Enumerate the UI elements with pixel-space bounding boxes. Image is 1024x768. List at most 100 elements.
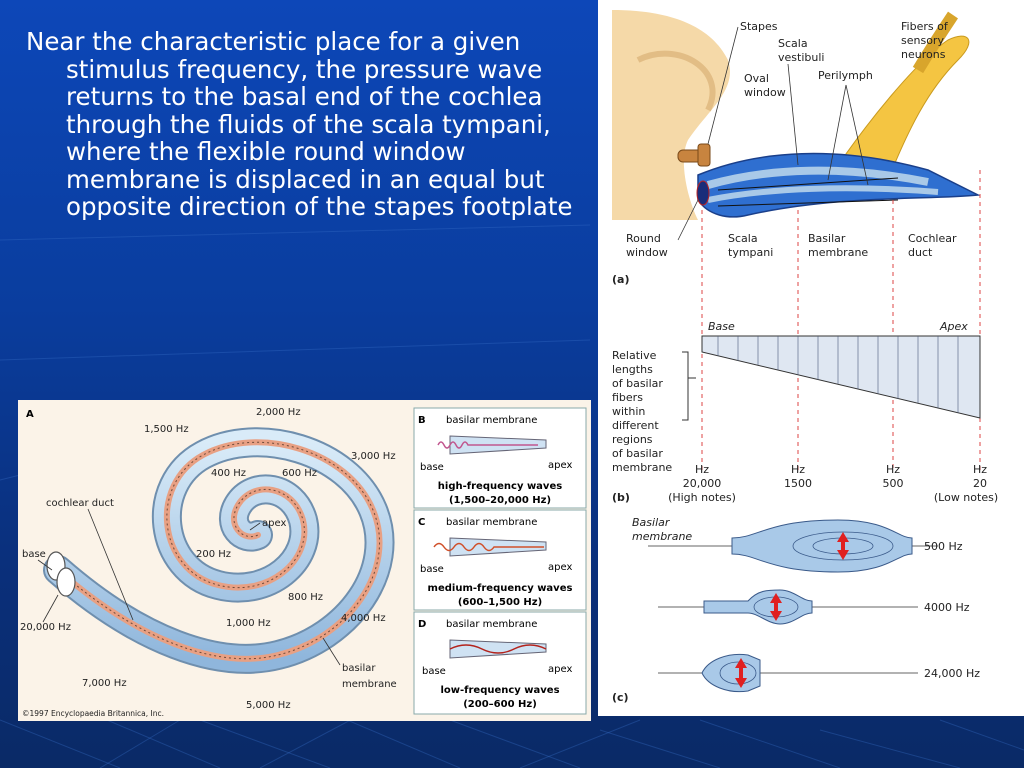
subpanel-caption2: (1,500–20,000 Hz)	[449, 495, 551, 506]
panel-b-wedge	[682, 335, 981, 421]
panel-b-labels: Base Apex Relative lengths of basilar fi…	[612, 320, 998, 504]
base-label: Base	[708, 320, 735, 333]
subpanel-b: B basilar membrane base apex high-freque…	[413, 407, 587, 509]
subpanel-title: basilar membrane	[446, 517, 537, 528]
basilar-membrane-label-1: Basilar	[808, 232, 846, 245]
freq-24000: 24,000 Hz	[924, 667, 980, 680]
freq-label: 1,500 Hz	[144, 424, 189, 435]
subpanel-c: C basilar membrane base apex medium-freq…	[413, 509, 587, 611]
basilar-label: basilar	[342, 663, 376, 674]
subpanel-base: base	[420, 462, 444, 473]
subpanel-title: basilar membrane	[446, 619, 537, 630]
cochlea-spiral-figure: A 2,000 Hz 1,500 Hz 3,000 Hz 400 Hz 600 …	[18, 400, 591, 721]
freq-500: 500 Hz	[924, 540, 963, 553]
basilar-label-2: membrane	[632, 530, 692, 543]
subpanel-apex: apex	[548, 460, 572, 471]
panel-a-letter: (a)	[612, 273, 629, 286]
panel-a-labels: Stapes Scala vestibuli Fibers of sensory…	[612, 20, 957, 286]
panel-c-labels: Basilar membrane 500 Hz 4000 Hz 24,000 H…	[612, 516, 980, 704]
stapes-label: Stapes	[740, 20, 778, 33]
subpanel-base: base	[422, 666, 446, 677]
axis-hz: Hz	[695, 463, 709, 476]
axis-value: 500	[883, 477, 904, 490]
relative-text: fibers	[612, 391, 643, 404]
panel-a-illustration	[612, 10, 981, 220]
axis-value: 20,000	[683, 477, 722, 490]
axis-hz: Hz	[973, 463, 987, 476]
freq-label: 2,000 Hz	[256, 407, 301, 418]
axis-hz: Hz	[791, 463, 805, 476]
freq-label: 1,000 Hz	[226, 618, 271, 629]
oval-window-label-2: window	[744, 86, 786, 99]
freq-4000: 4000 Hz	[924, 601, 970, 614]
body-text: Near the characteristic place for a give…	[26, 28, 586, 221]
membrane-label: membrane	[342, 679, 397, 690]
fibers-label-3: neurons	[901, 48, 946, 61]
relative-text: of basilar	[612, 377, 663, 390]
cochlear-duct-label: cochlear duct	[46, 498, 114, 509]
scala-tympani-label-2: tympani	[728, 246, 773, 259]
scala-vestibuli-label-1: Scala	[778, 37, 808, 50]
subpanel-caption2: (600–1,500 Hz)	[458, 597, 542, 608]
freq-label: 3,000 Hz	[351, 451, 396, 462]
subpanel-caption1: high-frequency waves	[438, 481, 562, 492]
panel-c-letter: (c)	[612, 691, 629, 704]
axis-note: (Low notes)	[934, 491, 998, 504]
base-label: base	[22, 549, 46, 560]
panel-letter-a: A	[26, 409, 34, 420]
panel-b-letter: (b)	[612, 491, 630, 504]
axis-hz: Hz	[886, 463, 900, 476]
apex-label: apex	[262, 518, 286, 529]
subpanel-letter: C	[418, 517, 425, 528]
subpanel-letter: D	[418, 619, 426, 630]
freq-label: 4,000 Hz	[341, 613, 386, 624]
apex-label: Apex	[939, 320, 968, 333]
basilar-label-1: Basilar	[632, 516, 671, 529]
freq-label: 7,000 Hz	[82, 678, 127, 689]
panel-c-shapes	[648, 519, 938, 693]
relative-text: Relative	[612, 349, 657, 362]
subpanel-caption2: (200–600 Hz)	[463, 699, 537, 710]
freq-label: 400 Hz	[211, 468, 246, 479]
body-text-content: Near the characteristic place for a give…	[26, 27, 573, 221]
fibers-label-2: sensory	[901, 34, 944, 47]
axis-value: 20	[973, 477, 987, 490]
cochlear-duct-label-1: Cochlear	[908, 232, 957, 245]
subpanel-base: base	[420, 564, 444, 575]
freq-label: 600 Hz	[282, 468, 317, 479]
copyright-text: ©1997 Encyclopaedia Britannica, Inc.	[22, 709, 164, 718]
spiral-labels: 2,000 Hz 1,500 Hz 3,000 Hz 400 Hz 600 Hz…	[20, 407, 397, 718]
freq-label: 800 Hz	[288, 592, 323, 603]
round-window-label-1: Round	[626, 232, 661, 245]
relative-text: of basilar	[612, 447, 663, 460]
basilar-membrane-label-2: membrane	[808, 246, 868, 259]
subpanel-apex: apex	[548, 664, 572, 675]
freq-label: 5,000 Hz	[246, 700, 291, 711]
fibers-label-1: Fibers of	[901, 20, 949, 33]
oval-window-label-1: Oval	[744, 72, 769, 85]
axis-value: 1500	[784, 477, 812, 490]
relative-text: regions	[612, 433, 653, 446]
perilymph-label: Perilymph	[818, 69, 873, 82]
freq-label: 200 Hz	[196, 549, 231, 560]
subpanel-apex: apex	[548, 562, 572, 573]
subpanel-d: D basilar membrane base apex low-frequen…	[413, 611, 587, 715]
relative-text: different	[612, 419, 659, 432]
subpanel-letter: B	[418, 415, 426, 426]
relative-text: membrane	[612, 461, 672, 474]
scala-tympani-label-1: Scala	[728, 232, 758, 245]
subpanel-title: basilar membrane	[446, 415, 537, 426]
cochlea-cross-section-figure: Stapes Scala vestibuli Fibers of sensory…	[598, 0, 1024, 716]
freq-label: 20,000 Hz	[20, 622, 71, 633]
relative-text: lengths	[612, 363, 653, 376]
scala-vestibuli-label-2: vestibuli	[778, 51, 824, 64]
spiral-tube	[43, 427, 395, 674]
axis-note: (High notes)	[668, 491, 736, 504]
cochlear-duct-label-2: duct	[908, 246, 933, 259]
relative-text: within	[612, 405, 645, 418]
subpanel-caption1: low-frequency waves	[440, 685, 559, 696]
subpanel-caption1: medium-frequency waves	[428, 583, 573, 594]
round-window-label-2: window	[626, 246, 668, 259]
